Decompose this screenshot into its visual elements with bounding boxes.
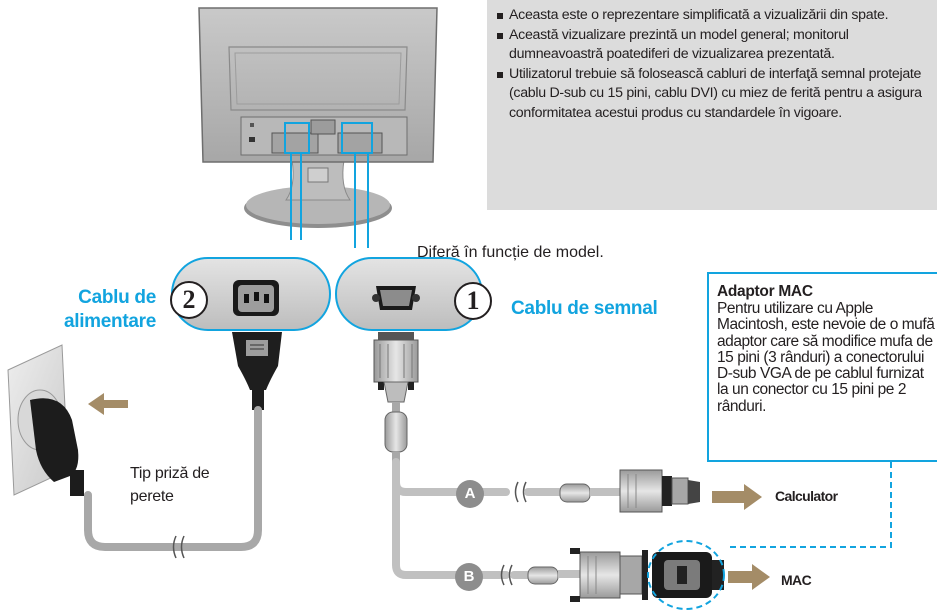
signal-cable-label: Cablu de semnal <box>511 298 658 319</box>
branch-b-badge: B <box>463 568 475 585</box>
mac-connector <box>527 548 724 602</box>
computer-arrow <box>712 484 762 510</box>
circle-2 <box>170 281 208 319</box>
mac-adapter-title: Adaptor MAC <box>717 283 813 300</box>
mac-adapter-text: Pentru utilizare cu Apple Macintosh, est… <box>717 300 935 415</box>
signal-port-pill <box>335 257 483 331</box>
mac-callout-dashes <box>647 462 892 610</box>
notes-panel: Aceasta este o reprezentare simplificată… <box>487 0 937 210</box>
port-highlight-lines <box>284 122 373 248</box>
power-cable-break <box>172 535 185 559</box>
computer-label: Calculator <box>775 488 838 504</box>
circle-1 <box>454 282 492 320</box>
badge-b <box>455 563 483 591</box>
dsub-connector-vertical <box>373 332 419 462</box>
signal-cable-number: 1 <box>466 286 480 315</box>
computer-connector <box>559 469 700 513</box>
note-item: Utilizatorul trebuie să folosească cablu… <box>497 65 923 124</box>
varies-by-model-text: Diferă în funcție de model. <box>417 244 604 261</box>
mac-adapter-box <box>707 272 937 462</box>
power-cable-label: Cablu de alimentare <box>63 287 156 332</box>
power-cable-number: 2 <box>182 285 196 314</box>
mac-arrow <box>728 564 770 590</box>
wall-outlet-label: Tip priză de perete <box>130 465 210 505</box>
mac-label: MAC <box>781 572 812 588</box>
power-port-pill <box>171 257 331 331</box>
notes-list: Aceasta este o reprezentare simplificată… <box>487 0 937 123</box>
wall-outlet <box>7 344 84 496</box>
badge-a <box>456 480 484 508</box>
note-item: Această vizualizare prezintă un model ge… <box>497 26 923 65</box>
signal-cable <box>392 458 510 579</box>
monitor-back <box>198 7 438 183</box>
power-plug-monitor <box>232 332 282 410</box>
plug-direction-arrow <box>88 393 128 415</box>
signal-cable-ends <box>510 488 564 579</box>
signal-cable-breaks <box>500 481 527 586</box>
note-item: Aceasta este o reprezentare simplificată… <box>497 6 923 26</box>
branch-a-badge: A <box>464 485 476 502</box>
